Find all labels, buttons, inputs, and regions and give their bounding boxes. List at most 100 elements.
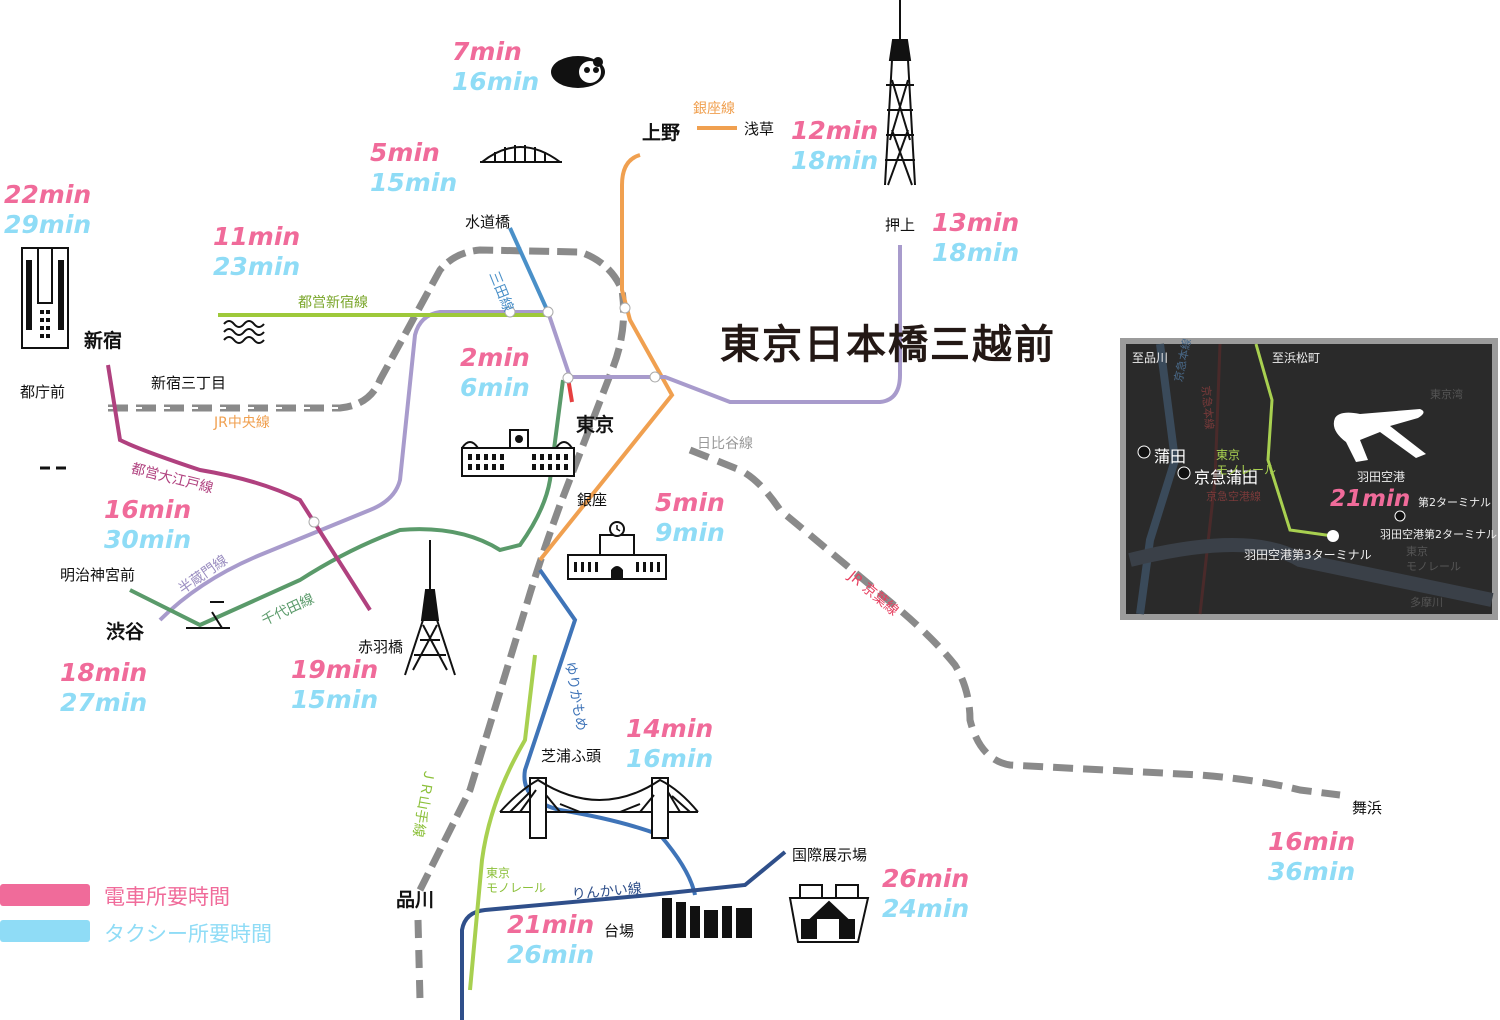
taxi-time: 29min [4,210,92,239]
tocho-building-icon [21,247,69,349]
inset-to-hamamatsucho: 至浜松町 [1272,351,1321,365]
time-bridge: 5min 15min [370,138,457,198]
taxi-time: 24min [882,894,970,923]
train-time: 19min [291,655,379,684]
taxi-time: 16min [626,744,714,773]
train-time: 13min [932,208,1020,237]
station-shinjuku: 新宿 [84,330,123,352]
tokyo-station-icon [461,429,575,477]
time-shibaura: 14min 16min [626,714,713,774]
station-kokusai-tenjijo: 国際展示場 [792,846,868,864]
jr-chuo-line [108,246,628,892]
taxi-time: 15min [370,168,458,197]
taxi-time: 18min [932,238,1020,267]
time-daiba: 21min 26min [507,910,594,970]
panda-icon [551,56,605,88]
inset-keikyu-kamata: 京急蒲田 [1194,468,1259,487]
rinkai-line [460,850,787,1020]
time-shibuya: 18min 27min [60,658,147,718]
bridge-icon [480,145,562,163]
taxi-time: 16min [452,67,540,96]
inset-haneda-t2: 羽田空港第2ターミナル [1380,528,1497,541]
waves-icon [223,320,265,344]
time-tocho: 22min 29min [4,180,91,240]
legend-train-swatch [0,884,90,906]
time-maihama: 16min 36min [1268,827,1355,887]
airplane-icon [1333,409,1426,462]
train-time: 16min [1268,827,1356,856]
station-asakusa: 浅草 [744,120,775,138]
taxi-time: 30min [104,525,192,554]
station-akabanebashi: 赤羽橋 [358,638,404,656]
time-ginza: 5min 9min [655,488,725,548]
station-shinagawa: 品川 [396,889,435,911]
inset-tokyo-bay: 東京湾 [1430,388,1463,401]
haneda-inset-map [1120,338,1498,620]
time-shinjuku: 11min 23min [213,222,300,282]
station-ueno: 上野 [642,122,681,144]
inset-to-shinagawa: 至品川 [1132,351,1169,365]
inset-term2: 第2ターミナル [1418,496,1491,509]
station-oshiage: 押上 [885,216,916,234]
train-time: 5min [655,488,725,517]
destination-title: 東京日本橋三越前 [720,322,1056,368]
chiyoda-line [129,379,565,628]
legend-taxi-swatch [0,920,90,942]
taxi-time: 18min [791,146,879,175]
line-label-toei-shinjuku: 都営新宿線 [298,295,368,311]
time-tokyo-tower: 19min 15min [291,655,378,715]
time-skytree: 12min 18min [791,116,878,176]
inset-monorail-2: 東京 モノレール [1406,545,1461,573]
line-label-ginza: 銀座線 [693,101,735,117]
monorail-line [468,654,537,991]
train-time: 7min [452,37,522,66]
inset-keikyu-airport-line: 京急空港線 [1206,490,1261,503]
train-time: 11min [213,222,301,251]
torii-icon [186,601,230,629]
station-shinjuku-sanchome: 新宿三丁目 [151,374,227,392]
inset-haneda-t3: 羽田空港第3ターミナル [1244,548,1372,562]
taxi-time: 15min [291,685,379,714]
yurikamome-line [522,568,697,896]
taxi-time: 6min [460,373,530,402]
station-meiji-jingumae: 明治神宮前 [60,566,136,584]
mita-line [508,227,550,313]
train-time: 18min [60,658,148,687]
hanzomon-line [158,245,902,622]
skytree-icon [884,0,916,186]
tokyo-tower-icon [404,540,456,676]
taxi-time: 9min [655,518,725,547]
inset-kamata: 蒲田 [1154,447,1187,466]
taxi-time: 26min [507,940,595,969]
train-time: 22min [4,180,92,209]
train-time: 16min [104,495,192,524]
jr-shinagawa-south [414,919,424,1001]
station-daiba: 台場 [604,922,635,940]
station-shibaura: 芝浦ふ頭 [541,747,602,765]
time-kokusai: 26min 24min [882,864,969,924]
station-tokyo: 東京 [576,414,615,436]
legend-train: 電車所要時間 [104,885,230,909]
inset-tamagawa: 多摩川 [1410,596,1443,609]
line-label-jr-chuo: JR中央線 [214,415,270,431]
line-label-hibiya: 日比谷線 [697,436,753,452]
legend-taxi: タクシー所要時間 [104,922,272,946]
time-meiji: 16min 30min [104,495,191,555]
train-time: 21min [1330,486,1411,512]
taxi-time: 36min [1268,857,1356,886]
wako-building-icon [567,521,667,580]
time-tokyo: 2min 6min [460,343,530,403]
train-time: 26min [882,864,970,893]
inset-monorail: 東京 モノレール [1216,448,1277,477]
station-suidobashi: 水道橋 [465,213,511,231]
train-time: 5min [370,138,440,167]
train-time: 2min [460,343,530,372]
station-ginza: 銀座 [577,491,608,509]
time-ueno-park: 7min 16min [452,37,539,97]
station-shibuya: 渋谷 [106,621,145,643]
daiba-buildings-icon [662,898,752,938]
rainbow-bridge-icon [499,777,699,839]
taxi-time: 27min [60,688,148,717]
